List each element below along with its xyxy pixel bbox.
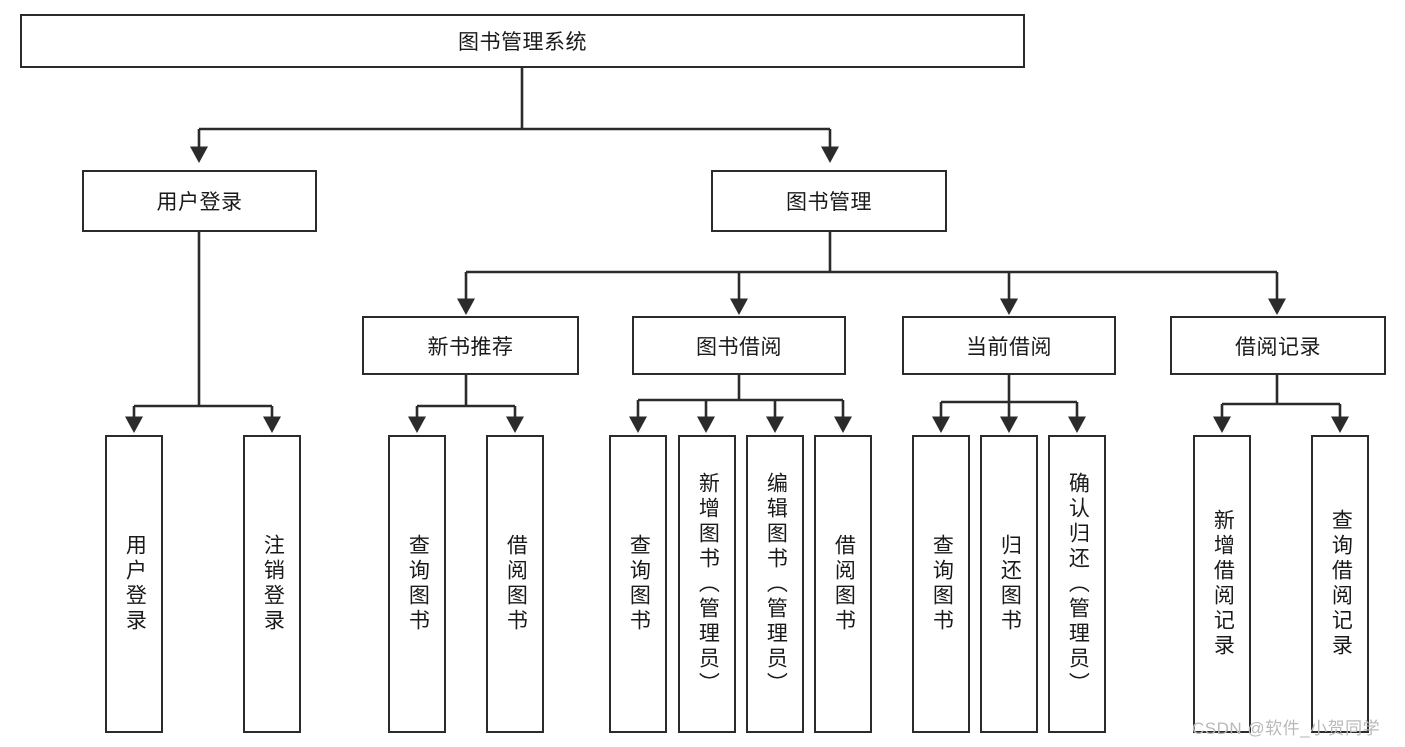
leaf-logout-login[interactable]: 注销登录 (243, 435, 301, 733)
node-label: 用户登录 (156, 191, 243, 214)
leaf-confirm-return[interactable]: 确认归还（管理员） (1048, 435, 1106, 733)
node-label: 查询图书 (930, 534, 954, 634)
node-label: 图书管理 (786, 191, 872, 214)
node-user-login[interactable]: 用户登录 (82, 170, 317, 232)
leaf-query-book-2[interactable]: 查询图书 (609, 435, 667, 733)
node-root-title[interactable]: 图书管理系统 (20, 14, 1025, 68)
leaf-query-book-1[interactable]: 查询图书 (388, 435, 446, 733)
leaf-user-login[interactable]: 用户登录 (105, 435, 163, 733)
node-label: 当前借阅 (966, 335, 1052, 359)
csdn-watermark: CSDN @软件_小贺同学 (1192, 719, 1381, 738)
leaf-return-book[interactable]: 归还图书 (980, 435, 1038, 733)
leaf-add-borrow-record[interactable]: 新增借阅记录 (1193, 435, 1251, 733)
node-label: 编辑图书（管理员） (764, 471, 788, 697)
node-label: 新书推荐 (427, 335, 514, 359)
node-label: 查询图书 (406, 534, 430, 634)
leaf-borrow-book-2[interactable]: 借阅图书 (814, 435, 872, 733)
leaf-query-borrow-record[interactable]: 查询借阅记录 (1311, 435, 1369, 733)
leaf-edit-book[interactable]: 编辑图书（管理员） (746, 435, 804, 733)
node-label: 注销登录 (261, 534, 285, 634)
node-label: 借阅图书 (504, 534, 528, 634)
node-label: 图书借阅 (696, 335, 782, 359)
leaf-borrow-book-1[interactable]: 借阅图书 (486, 435, 544, 733)
node-label: 确认归还（管理员） (1066, 471, 1090, 697)
leaf-query-book-3[interactable]: 查询图书 (912, 435, 970, 733)
node-new-book-recommend[interactable]: 新书推荐 (362, 316, 579, 375)
node-current-borrow[interactable]: 当前借阅 (902, 316, 1116, 375)
node-label: 图书管理系统 (458, 31, 587, 54)
node-label: 查询图书 (627, 534, 651, 634)
node-label: 归还图书 (998, 534, 1022, 634)
node-borrow-record[interactable]: 借阅记录 (1170, 316, 1386, 375)
node-book-management[interactable]: 图书管理 (711, 170, 947, 232)
node-label: 借阅图书 (832, 534, 856, 634)
node-label: 借阅记录 (1235, 335, 1321, 359)
node-label: 用户登录 (123, 534, 147, 634)
node-label: 查询借阅记录 (1329, 509, 1353, 659)
node-label: 新增借阅记录 (1211, 509, 1235, 659)
leaf-add-book[interactable]: 新增图书（管理员） (678, 435, 736, 733)
node-book-borrow[interactable]: 图书借阅 (632, 316, 846, 375)
node-label: 新增图书（管理员） (696, 471, 720, 697)
